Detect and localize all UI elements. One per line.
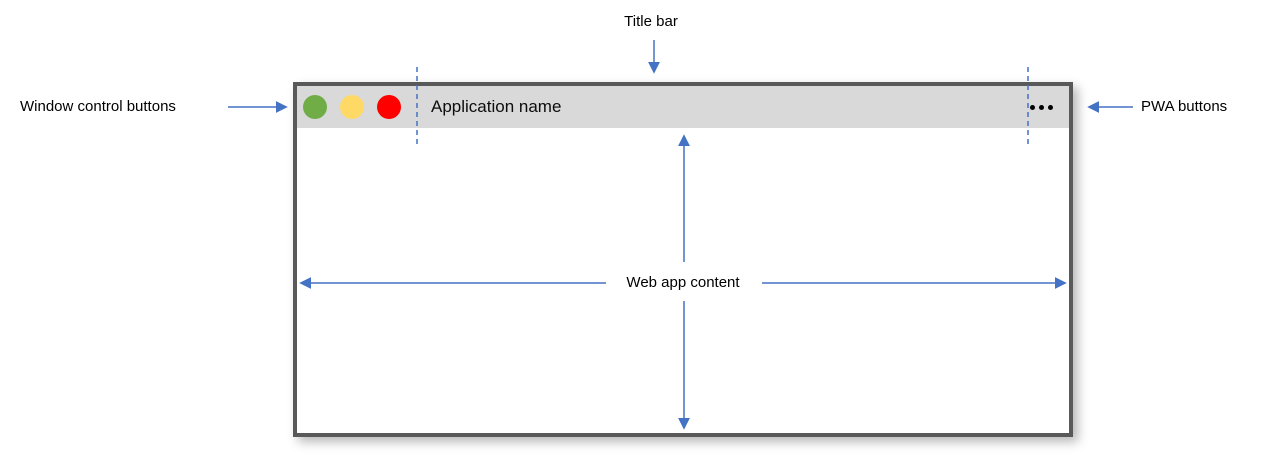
window-control-buttons (303, 95, 401, 119)
application-name: Application name (431, 97, 562, 116)
window-control-buttons-label: Window control buttons (20, 98, 176, 115)
title-bar: Application name (297, 86, 1069, 128)
title-bar-label: Title bar (624, 13, 678, 30)
ellipsis-dot (1030, 104, 1035, 110)
ellipsis-icon[interactable] (1030, 104, 1053, 110)
yellow-circle-icon[interactable] (340, 95, 364, 119)
pwa-buttons-label: PWA buttons (1141, 98, 1228, 115)
web-app-content-label: Web app content (620, 273, 746, 293)
red-circle-icon[interactable] (377, 95, 401, 119)
ellipsis-dot (1048, 104, 1053, 110)
app-window: Application name (293, 82, 1073, 437)
green-circle-icon[interactable] (303, 95, 327, 119)
ellipsis-dot (1039, 104, 1044, 110)
